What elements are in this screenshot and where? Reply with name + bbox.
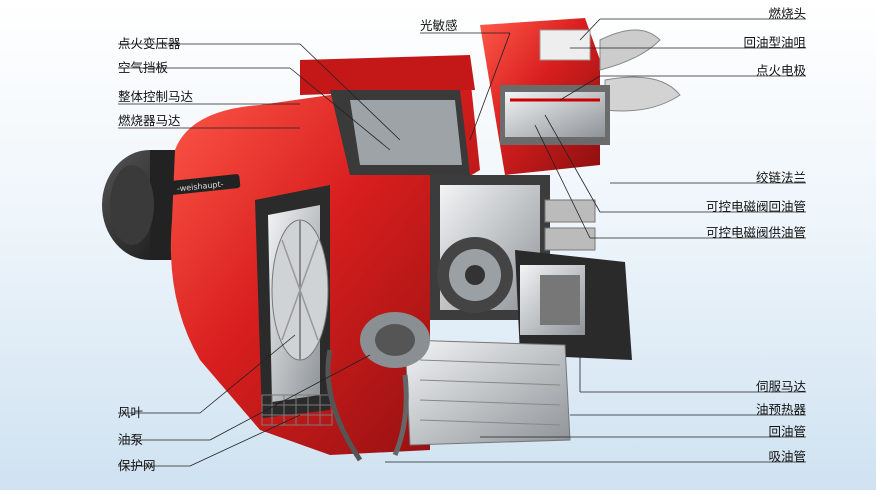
label-servo-motor: 伺服马达 xyxy=(755,379,806,394)
label-suction-oil-pipe: 吸油管 xyxy=(768,449,806,464)
label-solenoid-supply-pipe: 可控电磁阀供油管 xyxy=(705,225,806,240)
combustion-head-shape xyxy=(480,18,681,175)
label-hinge-flange: 绞链法兰 xyxy=(755,170,806,185)
preheater-shape xyxy=(404,339,571,446)
mesh-grid xyxy=(261,394,333,426)
central-mechanism xyxy=(430,175,596,320)
brand-plate: -weishaupt- xyxy=(159,174,241,196)
label-photo-sensor: 光敏感 xyxy=(420,18,458,33)
label-burner-motor: 燃烧器马达 xyxy=(118,113,181,128)
label-fan-blade: 风叶 xyxy=(118,405,144,420)
servo-motor-shape xyxy=(515,250,632,360)
label-combustion-head: 燃烧头 xyxy=(768,6,806,21)
label-return-oil-nozzle: 回油型油咀 xyxy=(743,35,806,50)
label-overall-control-motor: 整体控制马达 xyxy=(118,89,194,104)
label-solenoid-return-pipe: 可控电磁阀回油管 xyxy=(705,199,806,214)
leader-lines xyxy=(118,18,806,467)
fan-cutaway xyxy=(255,185,330,418)
oil-pump-shape xyxy=(325,312,430,462)
label-air-damper: 空气挡板 xyxy=(118,60,169,75)
label-oil-preheater: 油预热器 xyxy=(755,402,806,417)
label-protective-mesh: 保护网 xyxy=(118,458,156,473)
label-return-oil-pipe: 回油管 xyxy=(768,424,806,439)
label-oil-pump: 油泵 xyxy=(118,432,144,447)
label-ignition-transformer: 点火变压器 xyxy=(118,36,181,51)
label-ignition-electrode: 点火电极 xyxy=(755,63,806,78)
